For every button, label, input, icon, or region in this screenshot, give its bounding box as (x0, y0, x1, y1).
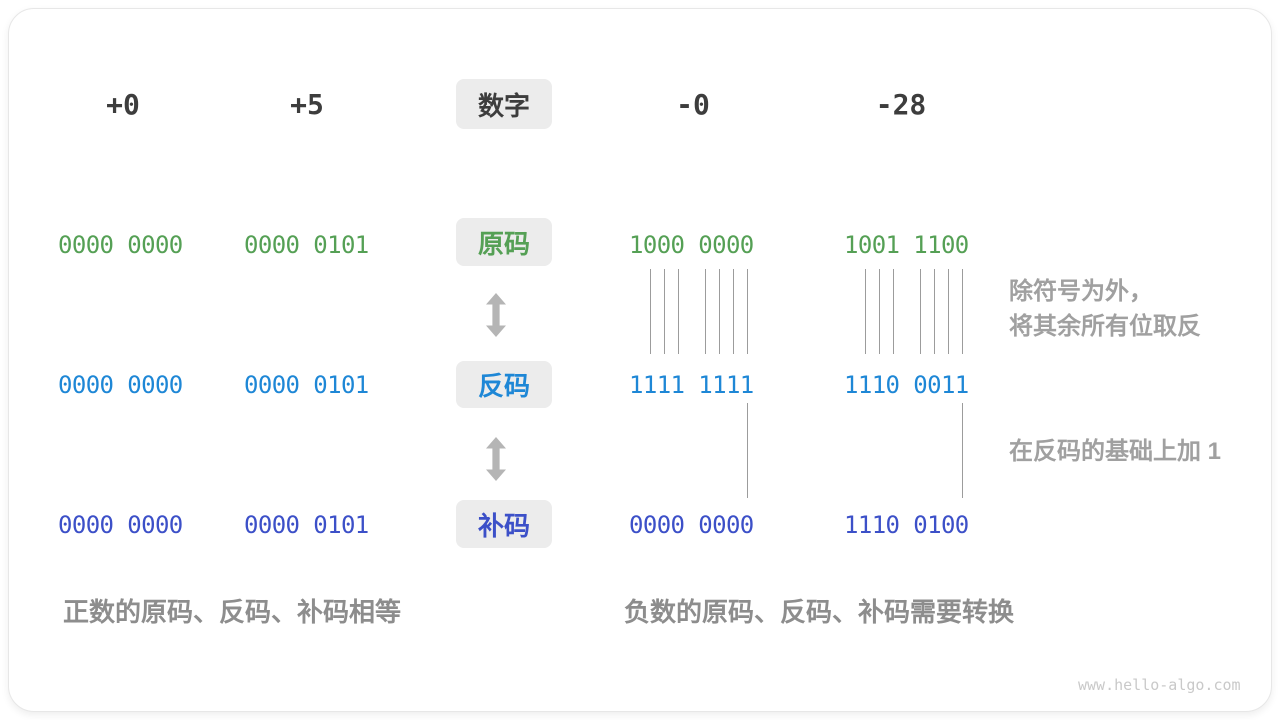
ones-complement-value-plus5: 0000 0101 (244, 371, 369, 399)
flip-line (664, 269, 665, 354)
flip-annotation-line2: 将其余所有位取反 (1009, 313, 1201, 340)
positive-numbers-caption: 正数的原码、反码、补码相等 (63, 597, 402, 627)
add-one-line (747, 403, 748, 498)
add-one-line (962, 403, 963, 498)
flip-line (650, 269, 651, 354)
twos-complement-value-plus5: 0000 0101 (244, 511, 369, 539)
sign-magnitude-value-minus0: 1000 0000 (629, 231, 754, 259)
ones-complement-badge: 反码 (456, 361, 552, 408)
add-one-annotation: 在反码的基础上加 1 (1009, 438, 1222, 465)
header-label-plus-0: +0 (106, 88, 140, 121)
ones-complement-value-minus28: 1110 0011 (844, 371, 969, 399)
flip-line (733, 269, 734, 354)
sign-magnitude-value-plus0: 0000 0000 (58, 231, 183, 259)
negative-numbers-caption: 负数的原码、反码、补码需要转换 (624, 597, 1015, 627)
flip-line (920, 269, 921, 354)
twos-complement-badge: 补码 (456, 500, 552, 548)
header-label-minus-0: -0 (676, 88, 710, 121)
figure-card: +0 +5 -0 -28 数字 0000 0000 0000 0101 原码 1… (8, 8, 1272, 712)
flip-line (747, 269, 748, 354)
flip-line (934, 269, 935, 354)
sign-magnitude-badge: 原码 (456, 218, 552, 266)
flip-line (719, 269, 720, 354)
flip-line (678, 269, 679, 354)
updown-arrow-icon (486, 437, 506, 481)
flip-line (865, 269, 866, 354)
header-label-plus-5: +5 (290, 88, 324, 121)
sign-magnitude-value-minus28: 1001 1100 (844, 231, 969, 259)
header-label-minus-28: -28 (875, 88, 927, 121)
flip-line (893, 269, 894, 354)
twos-complement-value-minus0: 0000 0000 (629, 511, 754, 539)
flip-line (962, 269, 963, 354)
flip-line (705, 269, 706, 354)
flip-annotation-line1: 除符号为外， (1009, 278, 1153, 305)
watermark-url: www.hello-algo.com (1078, 676, 1241, 694)
number-header-badge: 数字 (456, 79, 552, 129)
twos-complement-value-plus0: 0000 0000 (58, 511, 183, 539)
twos-complement-value-minus28: 1110 0100 (844, 511, 969, 539)
flip-line (879, 269, 880, 354)
sign-magnitude-value-plus5: 0000 0101 (244, 231, 369, 259)
ones-complement-value-minus0: 1111 1111 (629, 371, 754, 399)
flip-line (948, 269, 949, 354)
ones-complement-value-plus0: 0000 0000 (58, 371, 183, 399)
updown-arrow-icon (486, 293, 506, 337)
